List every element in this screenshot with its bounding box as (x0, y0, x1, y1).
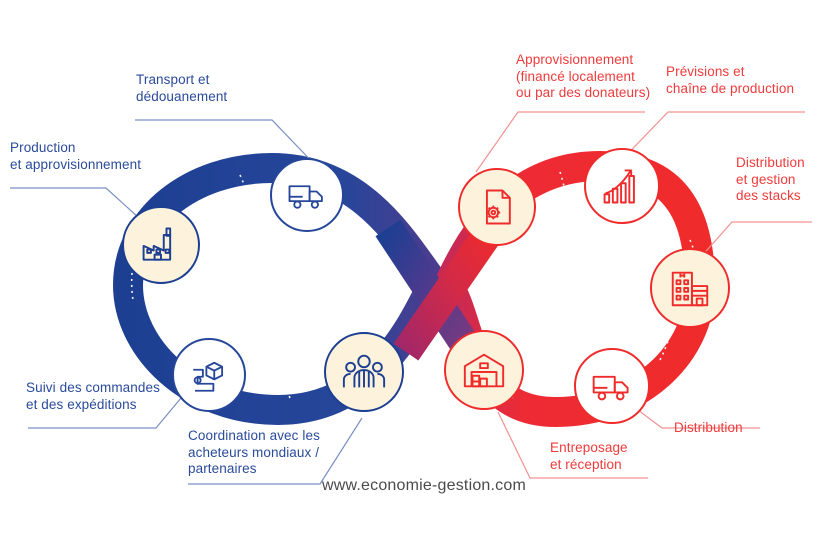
label-coordination: Coordination avec les acheteurs mondiaux… (188, 428, 320, 476)
label-distribution: Distribution (674, 420, 743, 435)
label-production: Production et approvisionnement (10, 140, 142, 172)
node-suivi-commandes[interactable] (172, 338, 246, 412)
node-approvisionnement[interactable] (458, 168, 536, 246)
package-tracking-icon (188, 354, 230, 396)
node-transport[interactable] (270, 158, 344, 232)
growth-chart-icon (600, 164, 644, 208)
label-suivi-commandes: Suivi des commandes et des expéditions (26, 380, 160, 412)
leader-coordination (188, 417, 363, 485)
document-gear-icon (475, 185, 519, 229)
factory-icon (139, 223, 183, 267)
node-distribution-stocks[interactable] (650, 248, 730, 328)
label-transport: Transport et dédouanement (136, 72, 228, 104)
delivery-truck-icon (590, 364, 634, 408)
leader-distribution-stocks (699, 221, 812, 259)
node-previsions[interactable] (584, 148, 660, 224)
label-previsions: Prévisions et chaîne de production (666, 64, 795, 96)
warehouse-icon (461, 347, 507, 393)
hospital-building-icon (667, 265, 713, 311)
node-coordination[interactable] (324, 332, 404, 412)
label-distribution-stocks: Distribution et gestion des stacks (736, 155, 805, 203)
leader-transport (135, 119, 321, 171)
node-distribution[interactable] (574, 348, 650, 424)
node-production[interactable] (122, 206, 200, 284)
leader-entreposage (497, 411, 648, 479)
team-people-icon (341, 349, 387, 395)
watermark-url: www.economie-gestion.com (322, 477, 526, 494)
label-entreposage: Entreposage et réception (550, 440, 628, 472)
center-crossover (375, 219, 505, 361)
label-approvisionnement: Approvisionnement (financé localement ou… (516, 52, 651, 100)
truck-icon (286, 174, 328, 216)
node-entreposage[interactable] (444, 330, 524, 410)
leader-approvisionnement (475, 111, 645, 173)
